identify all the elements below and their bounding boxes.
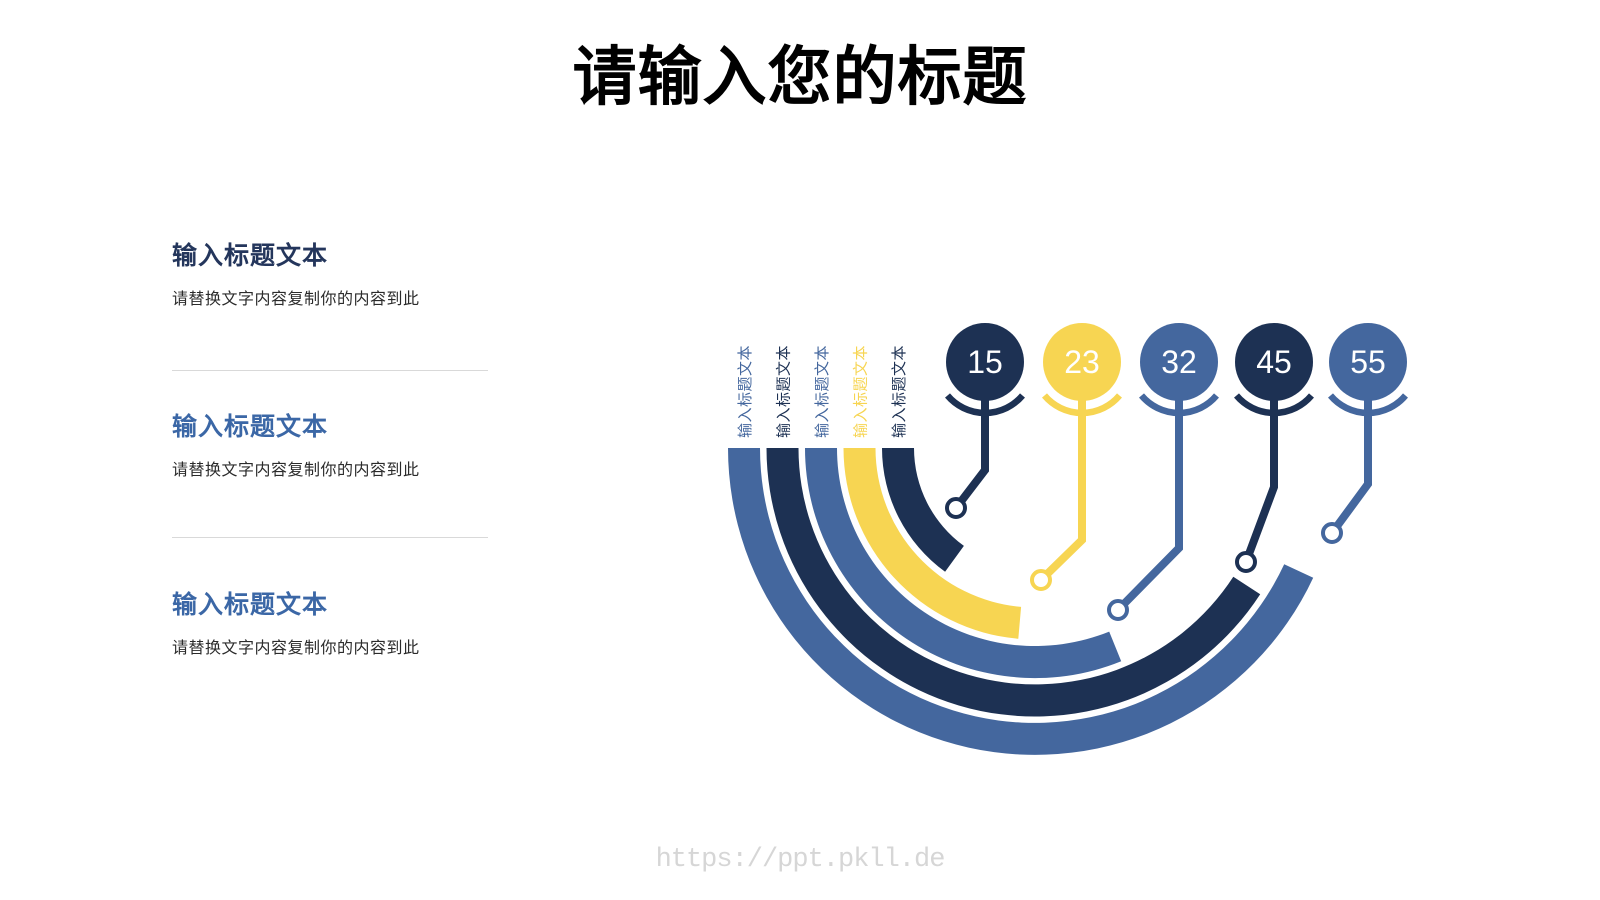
value-number-1: 15 [967, 344, 1003, 380]
ring-arc-5 [728, 448, 1314, 755]
connector-line-1 [952, 396, 989, 511]
marker-ring-1 [945, 497, 967, 519]
section-1-body: 请替换文字内容复制你的内容到此 [172, 291, 420, 308]
section-3-heading: 输入标题文本 [172, 591, 329, 619]
page-title: 请输入您的标题 [572, 41, 1028, 113]
text-section-2: 输入标题文本 请替换文字内容复制你的内容到此 [172, 407, 488, 538]
connector-line-4 [1242, 396, 1278, 564]
connector-line-3 [1115, 396, 1183, 613]
ring-arc-4 [766, 448, 1261, 717]
marker-ring-3 [1107, 599, 1129, 621]
value-bubble-2 [1043, 323, 1121, 401]
watermark-url: https://ppt.pkll.de [655, 845, 946, 875]
ring-arc-2 [843, 448, 1022, 639]
section-2-body: 请替换文字内容复制你的内容到此 [172, 462, 420, 479]
value-number-2: 23 [1064, 344, 1100, 380]
marker-ring-4 [1235, 551, 1257, 573]
value-bubble-4 [1235, 323, 1313, 401]
bubble-cradle-arc-1 [945, 393, 1025, 417]
value-number-3: 32 [1161, 344, 1197, 380]
ring-label-1: 输入标题文本 [891, 345, 908, 438]
value-bubble-5 [1329, 323, 1407, 401]
marker-ring-5 [1321, 522, 1343, 544]
section-3-body: 请替换文字内容复制你的内容到此 [172, 640, 420, 657]
ring-label-5: 输入标题文本 [737, 345, 754, 438]
value-bubble-1 [946, 323, 1024, 401]
section-1-heading: 输入标题文本 [172, 242, 329, 270]
bubble-cradle-arc-2 [1042, 393, 1122, 417]
bubble-cradle-arc-4 [1234, 393, 1314, 417]
ring-arc-3 [805, 448, 1122, 679]
text-section-3: 输入标题文本 请替换文字内容复制你的内容到此 [172, 585, 488, 658]
marker-ring-2 [1030, 569, 1052, 591]
text-section-1: 输入标题文本 请替换文字内容复制你的内容到此 [172, 236, 488, 371]
connector-line-5 [1328, 396, 1372, 536]
value-number-4: 45 [1256, 344, 1292, 380]
value-number-5: 55 [1350, 344, 1386, 380]
ring-label-2: 输入标题文本 [853, 345, 870, 438]
value-bubble-3 [1140, 323, 1218, 401]
radial-bar-chart: 输入标题文本 输入标题文本 输入标题文本 输入标题文本 输入标题文本 15 23 32 45 55 [728, 323, 1408, 755]
connector-line-2 [1038, 396, 1086, 583]
bubble-cradle-arc-5 [1328, 393, 1408, 417]
ring-label-4: 输入标题文本 [776, 345, 793, 438]
bubble-cradle-arc-3 [1139, 393, 1219, 417]
ring-label-3: 输入标题文本 [814, 345, 831, 438]
ring-arc-1 [882, 448, 964, 572]
section-2-heading: 输入标题文本 [172, 413, 329, 441]
